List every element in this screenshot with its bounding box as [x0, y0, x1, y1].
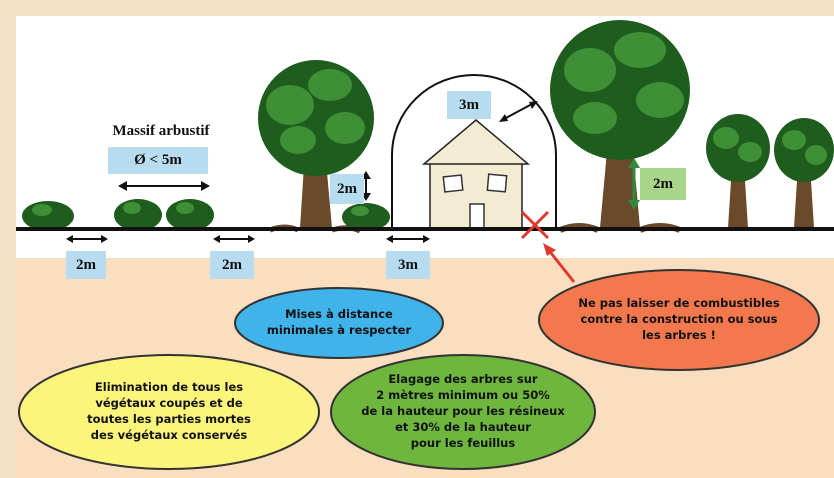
distance-arrow-icon — [213, 235, 255, 243]
distance-arrow-icon — [118, 181, 210, 191]
dome-distance-label: 3m — [447, 91, 491, 119]
top-frame — [0, 0, 834, 16]
pointer-arrow-icon — [543, 243, 576, 283]
distance-arrow-icon — [386, 235, 430, 243]
shrub-icon — [342, 203, 390, 231]
tree-icon — [550, 20, 690, 233]
ellipse-elimination-text: Elimination de tous les végétaux coupés … — [87, 380, 251, 442]
distance-label: 2m — [66, 251, 106, 279]
cross-icon — [520, 210, 550, 240]
shrub-icon — [166, 199, 214, 231]
ground-line — [16, 227, 834, 231]
ellipse-elagage-text: Elagage des arbres sur 2 mètres minimum … — [361, 372, 565, 450]
left-frame — [0, 0, 16, 478]
distance-label: 3m — [386, 251, 430, 279]
ellipse-distances-shape — [234, 287, 444, 359]
ellipse-elagage-shape — [330, 354, 596, 470]
distance-label: 2m — [210, 251, 254, 279]
shrub-icon — [114, 199, 162, 231]
safety-dome — [391, 74, 557, 230]
shrub-icon — [22, 201, 74, 231]
shrub-height-label: 2m — [330, 174, 364, 204]
massif-title: Massif arbustif — [112, 122, 210, 139]
ellipse-combustibles-text: Ne pas laisser de combustibles contre la… — [578, 296, 780, 342]
tree-height-label: 2m — [640, 168, 686, 200]
ellipse-elimination-shape — [18, 354, 320, 470]
tree-icon — [774, 118, 834, 228]
distance-arrow-icon — [66, 235, 108, 243]
height-arrow-icon — [628, 158, 640, 210]
tree-icon — [706, 114, 770, 228]
ellipse-distances-text: Mises à distance minimales à respecter — [266, 307, 412, 337]
massif-diameter-label: Ø < 5m — [108, 147, 208, 174]
tree-icon — [258, 60, 374, 234]
distance-arrow-icon — [499, 101, 538, 122]
ellipse-combustibles-shape — [538, 269, 820, 371]
